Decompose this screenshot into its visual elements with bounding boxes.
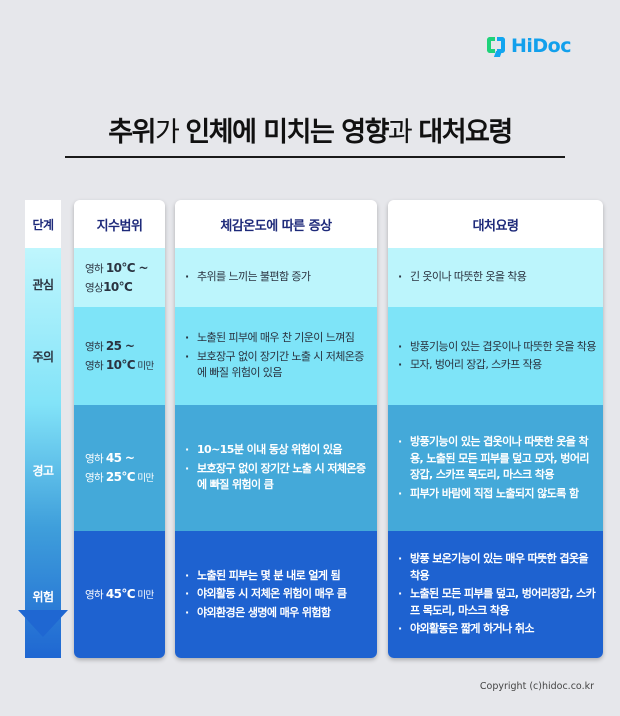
- symptom-item: 야외환경은 생명에 매우 위험함: [185, 605, 346, 622]
- range-cell-2: 영하 25 ~ 영하 10°C 미만: [74, 307, 165, 405]
- action-item: 모자, 벙어리 장갑, 스카프 작용: [398, 357, 596, 374]
- title-part: 인체에 미치는 영향: [185, 117, 389, 148]
- range-text: 영하: [85, 262, 106, 275]
- page-title: 추위가 인체에 미치는 영향과 대처요령: [0, 110, 620, 149]
- range-value: 25°C: [105, 470, 136, 484]
- logo-text: HiDoc: [511, 35, 572, 57]
- range-value: 45°C: [105, 587, 136, 602]
- range-text: 영하: [85, 341, 106, 354]
- range-value: 25 ~: [105, 339, 135, 354]
- actions-cell-3: 방풍기능이 있는 겹옷이나 따뜻한 옷을 착용, 노출된 모든 피부를 덮고 모…: [388, 405, 603, 531]
- range-text: 영상: [85, 281, 104, 294]
- range-text: 영하: [85, 472, 106, 484]
- title-part: 가: [154, 117, 186, 148]
- actions-header: 대처요령: [388, 200, 603, 248]
- action-item: 피부가 바람에 직접 노출되지 않도록 함: [398, 486, 597, 503]
- action-item: 노출된 모든 피부를 덮고, 벙어리장갑, 스카프 목도리, 마스크 착용: [398, 586, 597, 619]
- symptom-item: 10~15분 이내 동상 위험이 있음: [185, 442, 371, 459]
- symptom-item: 보호장구 없이 장기간 노출 시 저체온증에 빠질 위험이 있음: [185, 349, 371, 382]
- stage-label-3: 경고: [32, 464, 54, 478]
- action-item: 야외활동은 짧게 하거나 취소: [398, 621, 597, 638]
- range-suffix: 미만: [134, 473, 154, 484]
- range-value: 10°C: [103, 279, 133, 294]
- stage-label-1: 관심: [32, 278, 54, 292]
- range-suffix: 미만: [134, 361, 154, 372]
- symptom-item: 노출된 피부는 몇 분 내로 얼게 됨: [185, 568, 346, 585]
- actions-column: 대처요령 긴 옷이나 따뜻한 옷을 착용 방풍기능이 있는 겹옷이나 따뜻한 옷…: [388, 200, 603, 658]
- symptoms-cell-3: 10~15분 이내 동상 위험이 있음 보호장구 없이 장기간 노출 시 저체온…: [175, 405, 377, 531]
- symptoms-cell-1: 추위를 느끼는 불편함 증가: [175, 248, 377, 307]
- title-underline: [65, 156, 565, 158]
- range-text: 영하: [85, 360, 106, 372]
- range-cell-4: 영하 45°C 미만: [74, 531, 165, 658]
- copyright-text: Copyright (c)hidoc.co.kr: [479, 681, 594, 692]
- symptoms-column: 체감온도에 따른 증상 추위를 느끼는 불편함 증가 노출된 피부에 매우 찬 …: [175, 200, 377, 658]
- stage-header: 단계: [25, 200, 61, 248]
- actions-cell-2: 방풍기능이 있는 겹옷이나 따뜻한 옷을 착용 모자, 벙어리 장갑, 스카프 …: [388, 307, 603, 405]
- title-part: 과: [387, 117, 419, 148]
- stage-column: 단계 관심 주의 경고 위험: [25, 200, 61, 658]
- symptoms-cell-2: 노출된 피부에 매우 찬 기운이 느껴짐 보호장구 없이 장기간 노출 시 저체…: [175, 307, 377, 405]
- range-cell-1: 영하 10°C ~ 영상10°C: [74, 248, 165, 307]
- title-part: 대처요령: [418, 117, 513, 148]
- symptom-item: 노출된 피부에 매우 찬 기운이 느껴짐: [185, 330, 371, 347]
- title-part: 추위: [108, 117, 156, 148]
- hidoc-logo: HiDoc: [487, 35, 572, 57]
- range-value: 10°C ~: [105, 260, 149, 275]
- range-value: 45 ~: [105, 451, 135, 466]
- action-item: 방풍기능이 있는 겹옷이나 따뜻한 옷을 착용, 노출된 모든 피부를 덮고 모…: [398, 434, 597, 484]
- range-text: 영하: [85, 453, 106, 466]
- symptoms-cell-4: 노출된 피부는 몇 분 내로 얼게 됨 야외활동 시 저체온 위험이 매우 큼 …: [175, 531, 377, 658]
- action-item: 긴 옷이나 따뜻한 옷을 착용: [398, 269, 527, 286]
- symptom-item: 추위를 느끼는 불편함 증가: [185, 269, 311, 286]
- range-header: 지수범위: [74, 200, 165, 248]
- hidoc-logo-icon: [487, 35, 507, 57]
- actions-cell-1: 긴 옷이나 따뜻한 옷을 착용: [388, 248, 603, 307]
- range-column: 지수범위 영하 10°C ~ 영상10°C 영하 25 ~ 영하 10°C 미만…: [74, 200, 165, 658]
- range-text: 영하: [85, 589, 106, 602]
- actions-cell-4: 방풍 보온기능이 있는 매우 따뜻한 겹옷을 착용 노출된 모든 피부를 덮고,…: [388, 531, 603, 658]
- stage-label-2: 주의: [32, 350, 54, 364]
- action-item: 방풍기능이 있는 겹옷이나 따뜻한 옷을 착용: [398, 339, 596, 356]
- symptom-item: 야외활동 시 저체온 위험이 매우 큼: [185, 586, 347, 603]
- down-arrow-icon: [18, 610, 68, 637]
- stage-label-4: 위험: [32, 590, 54, 604]
- range-suffix: 미만: [134, 590, 154, 602]
- range-cell-3: 영하 45 ~ 영하 25°C 미만: [74, 405, 165, 531]
- symptom-item: 보호장구 없이 장기간 노출 시 저체온증에 빠질 위험이 큼: [185, 461, 371, 494]
- symptoms-header: 체감온도에 따른 증상: [175, 200, 377, 248]
- range-value: 10°C: [105, 358, 136, 372]
- stage-gradient-bar: 관심 주의 경고 위험: [25, 248, 61, 658]
- action-item: 방풍 보온기능이 있는 매우 따뜻한 겹옷을 착용: [398, 551, 597, 584]
